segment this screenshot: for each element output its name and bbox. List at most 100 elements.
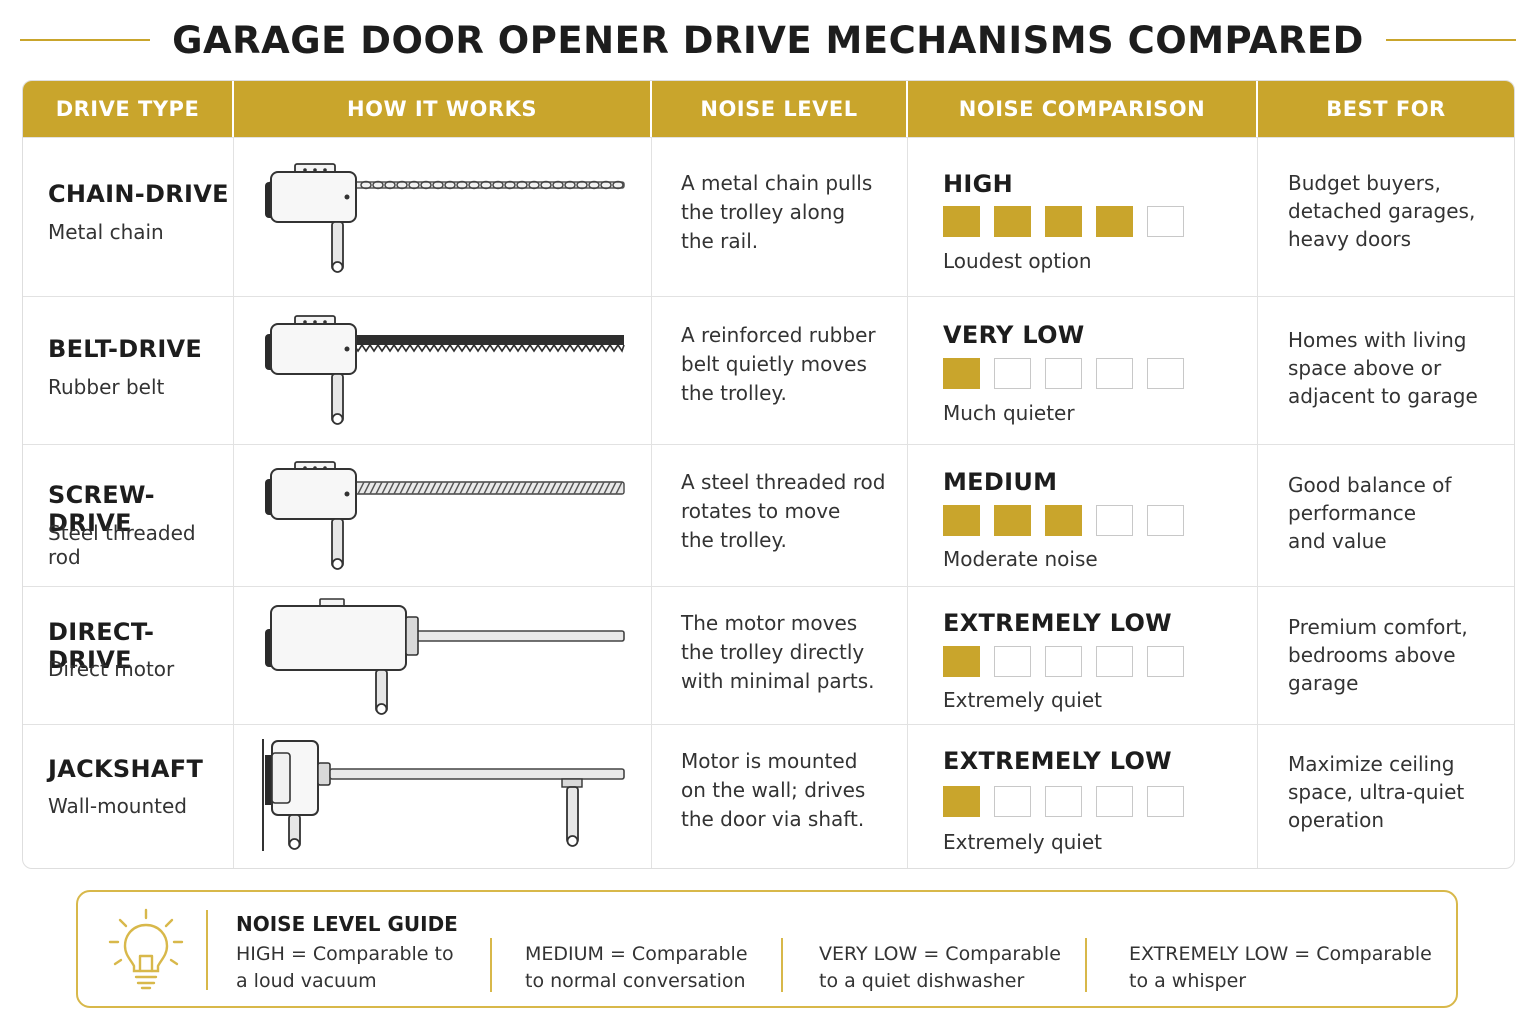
drive-name: DIRECT-DRIVE: [48, 618, 155, 674]
best-for-line: detached garages,: [1288, 199, 1476, 223]
noise-note: Extremely quiet: [943, 688, 1103, 712]
noise-level-guide: NOISE LEVEL GUIDE HIGH = Comparable to a…: [76, 890, 1458, 1008]
description-text: The motor moves the trolley directly wit…: [681, 609, 875, 696]
noise-bar-empty: [1147, 786, 1184, 817]
drive-name: CHAIN-DRIVE: [48, 180, 229, 208]
noise-bar-empty: [994, 786, 1031, 817]
guide-title: NOISE LEVEL GUIDE: [236, 912, 458, 936]
belt-drive-illustration: [265, 315, 625, 425]
header-drive-type: DRIVE TYPE: [23, 81, 234, 137]
description-line: the trolley directly: [681, 640, 865, 664]
noise-bar-filled: [943, 505, 980, 536]
title-rule-left: [20, 39, 151, 41]
noise-bar-filled: [994, 206, 1031, 237]
noise-meter: [943, 505, 1184, 536]
guide-item-high: HIGH = Comparable to a loud vacuum: [236, 941, 454, 995]
noise-meter: [943, 206, 1184, 237]
how-it-works-cell: [234, 297, 652, 444]
noise-bar-empty: [1096, 646, 1133, 677]
drive-name: SCREW-DRIVE: [48, 481, 155, 537]
table-row: BELT-DRIVE Rubber belt A reinforced rubb…: [23, 296, 1514, 444]
title-rule-right: [1385, 39, 1516, 41]
header-best-for: BEST FOR: [1326, 97, 1446, 121]
guide-item-medium: MEDIUM = Comparable to normal conversati…: [525, 941, 748, 995]
description-line: the trolley along: [681, 200, 846, 224]
page-title: GARAGE DOOR OPENER DRIVE MECHANISMS COMP…: [172, 18, 1364, 62]
noise-bar-empty: [1096, 505, 1133, 536]
noise-level-label: EXTREMELY LOW: [943, 609, 1172, 637]
guide-text: = Comparable to: [284, 943, 454, 965]
noise-meter: [943, 786, 1184, 817]
drive-name: BELT-DRIVE: [48, 335, 203, 363]
how-it-works-cell: [234, 138, 652, 296]
noise-level-label: VERY LOW: [943, 321, 1085, 349]
guide-level: VERY LOW: [819, 943, 918, 965]
best-for-line: and value: [1288, 529, 1387, 553]
noise-bar-empty: [1147, 206, 1184, 237]
noise-bar-empty: [994, 358, 1031, 389]
noise-note: Loudest option: [943, 249, 1092, 273]
noise-bar-filled: [943, 358, 980, 389]
noise-comparison-cell: HIGH Loudest option: [908, 138, 1258, 296]
noise-bar-filled: [1045, 505, 1082, 536]
best-for-cell: Premium comfort, bedrooms above garage: [1258, 587, 1514, 724]
noise-note: Moderate noise: [943, 547, 1098, 571]
guide-divider: [206, 910, 208, 990]
noise-bar-filled: [1045, 206, 1082, 237]
drive-subtitle: Direct motor: [48, 657, 175, 681]
drive-subtitle: Wall-mounted: [48, 794, 187, 818]
description-line: rotates to move: [681, 499, 841, 523]
noise-comparison-cell: EXTREMELY LOW Extremely quiet: [908, 725, 1258, 868]
best-for-line: Maximize ceiling: [1288, 752, 1455, 776]
screw-drive-illustration: [265, 461, 625, 570]
best-for-text: Premium comfort, bedrooms above garage: [1288, 613, 1468, 697]
description-text: A steel threaded rod rotates to move the…: [681, 468, 885, 555]
drive-subtitle: Steel threaded rod: [48, 521, 196, 569]
guide-text: = Comparable: [603, 943, 748, 965]
header-how-it-works: HOW IT WORKS: [234, 81, 652, 137]
noise-level-cell: The motor moves the trolley directly wit…: [652, 587, 908, 724]
jackshaft-illustration: [262, 739, 625, 851]
best-for-text: Homes with living space above or adjacen…: [1288, 326, 1478, 410]
best-for-line: Good balance of: [1288, 473, 1452, 497]
best-for-cell: Homes with living space above or adjacen…: [1258, 297, 1514, 444]
guide-text: to a quiet dishwasher: [819, 970, 1025, 992]
chain-drive-illustration: [265, 163, 625, 273]
guide-level: HIGH: [236, 943, 285, 965]
best-for-line: performance: [1288, 501, 1417, 525]
best-for-cell: Good balance of performance and value: [1258, 445, 1514, 586]
noise-level-cell: A reinforced rubber belt quietly moves t…: [652, 297, 908, 444]
description-line: the trolley.: [681, 528, 787, 552]
noise-bar-filled: [943, 646, 980, 677]
best-for-cell: Maximize ceiling space, ultra-quiet oper…: [1258, 725, 1514, 868]
noise-bar-empty: [1096, 786, 1133, 817]
best-for-line: space above or: [1288, 356, 1442, 380]
drive-name: JACKSHAFT: [48, 755, 204, 783]
title-row: GARAGE DOOR OPENER DRIVE MECHANISMS COMP…: [20, 14, 1516, 66]
guide-item-very-low: VERY LOW = Comparable to a quiet dishwas…: [819, 941, 1061, 995]
noise-comparison-cell: MEDIUM Moderate noise: [908, 445, 1258, 586]
noise-comparison-cell: EXTREMELY LOW Extremely quiet: [908, 587, 1258, 724]
noise-note: Much quieter: [943, 401, 1075, 425]
best-for-line: Premium comfort,: [1288, 615, 1468, 639]
best-for-text: Good balance of performance and value: [1288, 471, 1451, 555]
description-line: the rail.: [681, 229, 759, 253]
description-text: A metal chain pulls the trolley along th…: [681, 169, 872, 256]
drive-type-cell: BELT-DRIVE Rubber belt: [23, 297, 234, 444]
description-line: A reinforced rubber: [681, 323, 876, 347]
description-line: A steel threaded rod: [681, 470, 886, 494]
noise-bar-empty: [1147, 646, 1184, 677]
noise-bar-filled: [994, 505, 1031, 536]
noise-meter: [943, 358, 1184, 389]
noise-bar-empty: [1147, 505, 1184, 536]
noise-bar-filled: [1096, 206, 1133, 237]
best-for-cell: Budget buyers, detached garages, heavy d…: [1258, 138, 1514, 296]
drive-type-cell: CHAIN-DRIVE Metal chain: [23, 138, 234, 296]
guide-divider: [1085, 938, 1087, 992]
best-for-line: Homes with living: [1288, 328, 1467, 352]
drive-subtitle: Rubber belt: [48, 375, 165, 399]
drive-type-cell: SCREW-DRIVE Steel threaded rod: [23, 445, 234, 586]
noise-bar-empty: [1096, 358, 1133, 389]
noise-bar-empty: [1045, 786, 1082, 817]
description-text: Motor is mounted on the wall; drives the…: [681, 747, 865, 834]
